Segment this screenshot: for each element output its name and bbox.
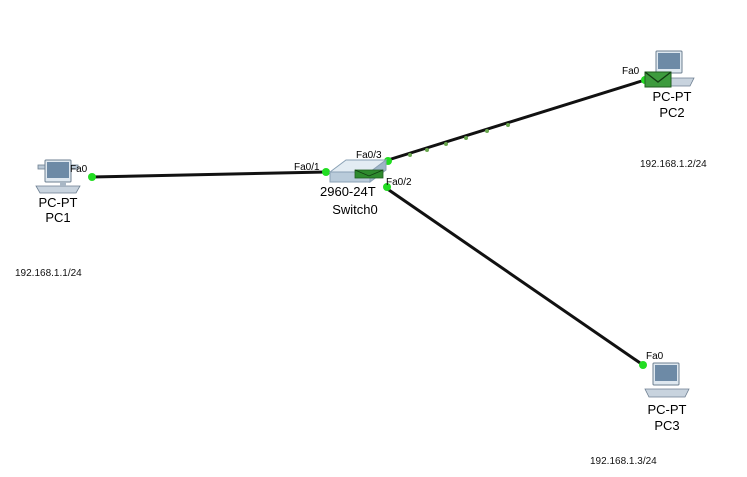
cable-pc2-switch0[interactable] — [387, 78, 646, 162]
device-name-pc3: PC3 — [654, 418, 679, 433]
port-label-pc2-fa0: Fa0 — [622, 66, 640, 77]
link-light-switch0-fa0-2 — [383, 183, 391, 191]
device-pc2[interactable]: Fa0 PC-PT PC2 — [622, 50, 695, 120]
device-switch0[interactable]: Fa0/1 Fa0/3 Fa0/2 2960-24T Switch0 — [294, 150, 412, 217]
device-name-pc1: PC1 — [45, 210, 70, 225]
ip-note-pc3: 192.168.1.3/24 — [590, 456, 657, 467]
device-name-pc2: PC2 — [659, 105, 684, 120]
pdu-trail — [408, 123, 510, 157]
ip-note-pc1: 192.168.1.1/24 — [15, 268, 82, 279]
link-light-pc3-fa0 — [639, 361, 647, 369]
pc-icon — [35, 159, 81, 194]
device-name-switch0: Switch0 — [332, 202, 378, 217]
cable-pc3-switch0[interactable] — [385, 186, 644, 367]
device-pc3[interactable]: Fa0 PC-PT PC3 — [644, 351, 690, 433]
switch-icon — [328, 159, 388, 183]
port-label-switch0-fa0-2: Fa0/2 — [386, 177, 412, 188]
device-model-pc3: PC-PT — [648, 402, 687, 417]
device-model-switch0: 2960-24T — [320, 184, 376, 199]
link-light-switch0-fa0-1 — [322, 168, 330, 176]
device-pc1[interactable]: Fa0 PC-PT PC1 — [35, 159, 88, 225]
port-label-switch0-fa0-3: Fa0/3 — [356, 150, 382, 161]
pdu-envelope-icon[interactable] — [644, 71, 672, 88]
link-light-pc1-fa0 — [88, 173, 96, 181]
device-model-pc2: PC-PT — [653, 89, 692, 104]
port-label-switch0-fa0-1: Fa0/1 — [294, 162, 320, 173]
port-label-pc1-fa0: Fa0 — [70, 164, 88, 175]
ip-note-pc2: 192.168.1.2/24 — [640, 159, 707, 170]
port-label-pc3-fa0: Fa0 — [646, 351, 664, 362]
pc-icon — [644, 362, 690, 398]
cable-pc1-switch0[interactable] — [91, 170, 327, 179]
device-model-pc1: PC-PT — [39, 195, 78, 210]
